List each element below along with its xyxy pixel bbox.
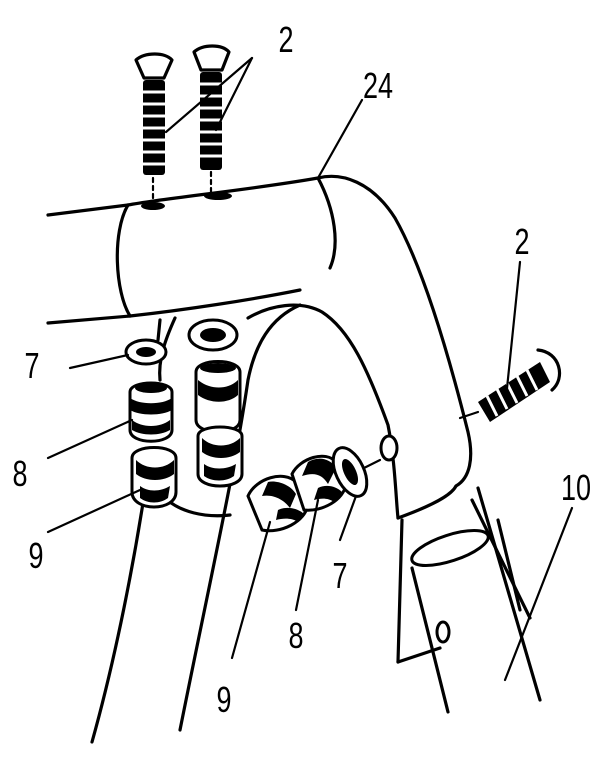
callout-9-front: 9 [217,679,232,720]
right-spacer-column [194,360,244,488]
left-cap-9 [130,446,178,509]
callout-2-side: 2 [515,221,530,262]
front-axis-line [362,458,382,470]
callout-8-left: 8 [13,453,28,494]
callout-8-front: 8 [289,615,304,656]
horizontal-tube [46,176,320,325]
callout-2-top: 2 [279,19,294,60]
front-washer-7 [331,446,369,498]
callout-labels: 2 24 2 7 8 9 7 8 9 10 [13,19,592,720]
callout-24: 24 [363,65,393,106]
left-spacer-8 [128,381,174,443]
lower-leg [396,486,542,714]
side-screw [458,348,562,422]
side-hole [379,434,399,462]
top-screw-left [134,52,174,210]
callout-7-front: 7 [333,555,348,596]
callout-7-left: 7 [25,345,40,386]
left-washer-upper [187,318,239,352]
elbow-joint [246,174,473,520]
callout-9-left: 9 [29,535,44,576]
left-washer-7 [124,338,168,366]
leader-lines [46,56,574,682]
callout-10: 10 [561,467,591,508]
top-screw-right [192,44,232,200]
front-cap-9 [246,474,310,533]
